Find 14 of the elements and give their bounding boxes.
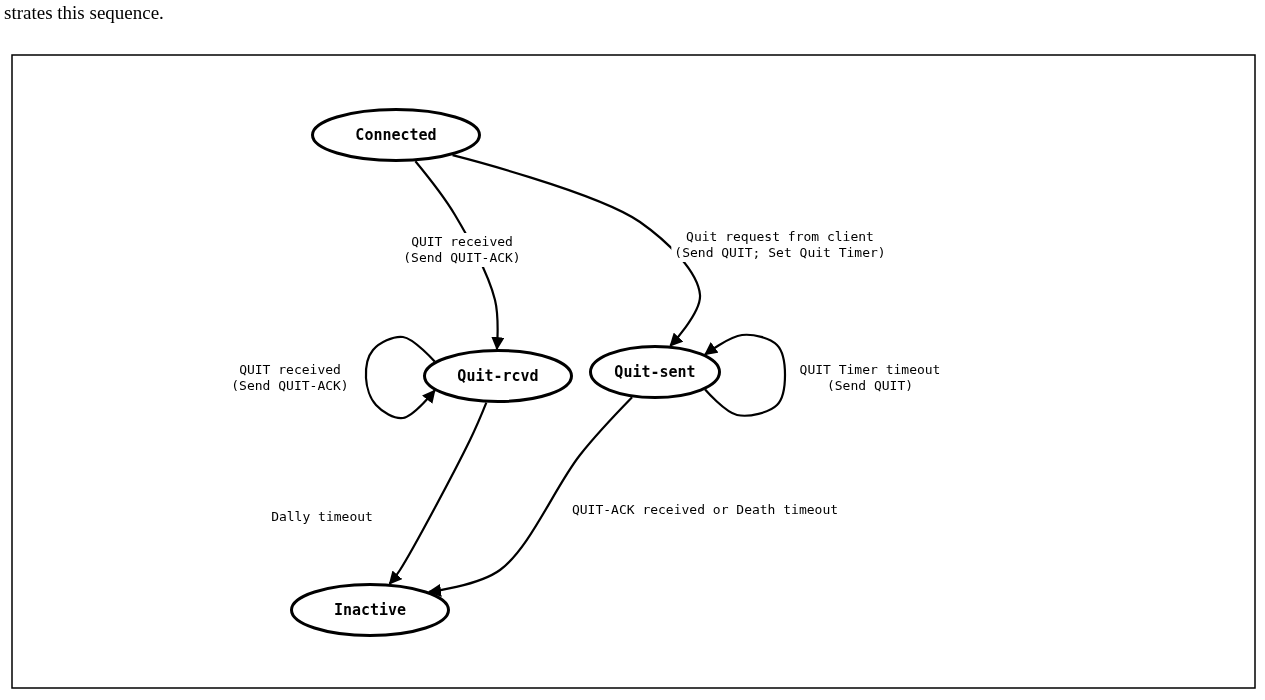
body-text: strates this sequence.	[4, 2, 164, 24]
self-loop-arrow	[364, 335, 436, 420]
state-ellipse	[589, 345, 721, 399]
state-label: Quit-sent	[614, 363, 696, 381]
self-loop-arrow	[704, 333, 787, 417]
state-ellipse	[423, 349, 573, 403]
transition-arrow	[388, 402, 488, 585]
state-ellipse	[290, 583, 450, 637]
state-ellipse	[311, 108, 481, 162]
transition-arrow	[452, 154, 702, 347]
state-label: Quit-rcvd	[457, 367, 539, 385]
state-label: Connected	[355, 126, 437, 144]
transition-arrow	[427, 396, 633, 597]
state-label: Inactive	[333, 601, 407, 619]
